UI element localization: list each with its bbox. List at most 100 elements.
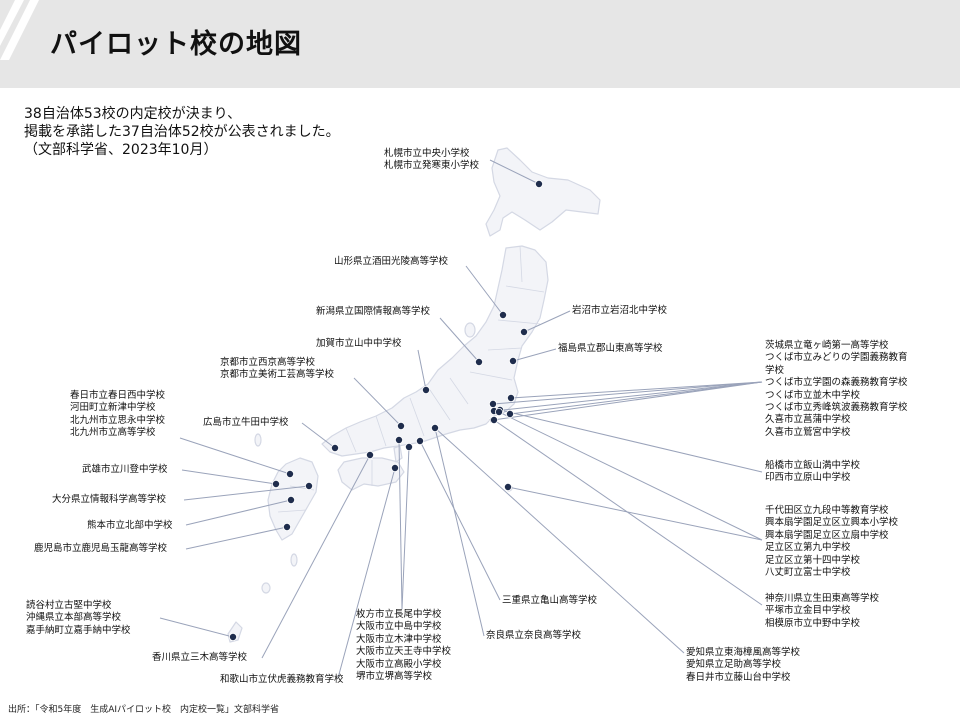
leader-line-ibaraki (492, 381, 763, 405)
sado-island (464, 322, 476, 338)
school-marker-hiroshima (330, 443, 339, 452)
school-marker-tokyo (503, 482, 512, 491)
school-name: 大分県立情報科学高等学校 (52, 494, 167, 505)
school-marker-iwanuma (520, 327, 529, 336)
leader-line-niigata (439, 317, 480, 363)
school-name: 嘉手納町立嘉手納中学校 (26, 624, 131, 636)
leader-line-ibaraki (493, 381, 763, 412)
amami-island (261, 582, 271, 594)
leader-line-tokyo (507, 486, 763, 541)
school-name: 春日市立春日西中学校 (70, 390, 166, 401)
school-marker-osaka (404, 442, 413, 451)
leader-line-kagoshima (185, 526, 288, 550)
leader-line-nara (434, 427, 485, 637)
intro-line-1: 38自治体53校の内定校が決まり、 (24, 106, 242, 122)
school-label-yamagata: 山形県立酒田光陵高等学校 (334, 256, 448, 268)
school-name: 船橋市立飯山満中学校 (765, 460, 861, 471)
school-name: 足立区立第九中学校 (765, 542, 851, 554)
leader-line-sapporo (489, 159, 540, 185)
school-marker-tokyo (494, 407, 503, 416)
school-name: 久喜市立鷲宮中学校 (765, 426, 851, 438)
school-markers (228, 179, 544, 642)
school-marker-okinawa (228, 633, 237, 642)
leader-line-iwanuma (523, 310, 571, 333)
school-name: 枚方市立長尾中学校 (356, 609, 442, 620)
leader-line-ibaraki (510, 381, 763, 399)
school-name: 愛知県立足助高等学校 (686, 659, 782, 671)
school-label-kanagawa: 神奈川県立生田東高等学校平塚市立金目中学校相模原市立中野中学校 (765, 593, 879, 630)
school-label-okinawa: 読谷村立古堅中学校沖縄県立本部高等学校嘉手納町立嘉手納中学校 (26, 600, 131, 637)
school-label-aichi: 愛知県立東海樟風高等学校愛知県立足助高等学校春日井市立藤山台中学校 (686, 647, 800, 684)
school-marker-ibaraki (505, 409, 514, 418)
school-name: 福島県立郡山東高等学校 (558, 343, 663, 354)
school-name: 奈良県立奈良高等学校 (486, 630, 582, 641)
school-marker-fukushima (508, 356, 517, 365)
school-label-iwanuma: 岩沼市立岩沼北中学校 (572, 305, 667, 317)
school-name: つくば市立並木中学校 (765, 389, 861, 401)
school-name: 大阪市立木津中学校 (356, 633, 442, 645)
school-name: 興本扇学園足立区立興本小学校 (765, 517, 899, 529)
school-label-wakayama: 和歌山市立伏虎義務教育学校 (220, 674, 344, 686)
page-title: パイロット校の地図 (50, 29, 302, 60)
source-citation: 出所：「令和5年度 生成AIパイロット校 内定校一覧」文部科学省 (8, 705, 280, 715)
leader-line-fukushima (512, 348, 557, 362)
school-marker-ibaraki (488, 399, 497, 408)
leader-lines (159, 159, 763, 679)
school-label-osaka: 枚方市立長尾中学校大阪市立中島中学校大阪市立木津中学校大阪市立天王寺中学校大阪市… (356, 609, 451, 683)
school-label-ibaraki: 茨城県立竜ヶ崎第一高等学校つくば市立みどりの学園義務教育学校つくば市立学園の森義… (765, 340, 908, 439)
school-name: 大阪市立高殿小学校 (356, 658, 442, 670)
school-name: 読谷村立古堅中学校 (26, 600, 112, 611)
school-name: 春日井市立藤山台中学校 (686, 671, 791, 683)
school-label-funabashi: 船橋市立飯山満中学校印西市立原山中学校 (765, 460, 860, 485)
intro-line-3: （文部科学省、2023年10月） (24, 142, 218, 158)
school-marker-yamagata (498, 310, 507, 319)
school-label-nara: 奈良県立奈良高等学校 (486, 630, 581, 642)
leader-line-takeo (181, 469, 277, 485)
school-name: 札幌市立中央小学校 (384, 148, 470, 159)
school-name: 堺市立堺高等学校 (356, 671, 433, 683)
school-label-mie: 三重県立亀山高等学校 (502, 595, 597, 607)
school-name: 興本扇学園足立区立扇中学校 (765, 529, 889, 541)
leader-line-aichi (434, 427, 685, 654)
leader-line-ibaraki (492, 381, 763, 421)
school-name: 沖縄県立本部高等学校 (26, 612, 122, 624)
leader-line-kyoto (353, 377, 402, 427)
school-marker-kagoshima (282, 523, 291, 532)
intro-line-2: 掲載を承諾した37自治体52校が公表されました。 (24, 124, 340, 140)
school-label-fukushima: 福島県立郡山東高等学校 (558, 343, 663, 355)
school-name: 武雄市立川登中学校 (82, 464, 168, 475)
leader-line-osaka (398, 439, 403, 610)
school-name: 千代田区立九段中等教育学校 (765, 505, 889, 516)
school-label-kasuga: 春日市立春日西中学校河田町立新津中学校北九州市立思永中学校北九州市立高等学校 (70, 390, 165, 440)
school-name: 三重県立亀山高等学校 (502, 595, 598, 606)
school-label-kagawa: 香川県立三木高等学校 (152, 652, 247, 664)
awaji-shape (393, 445, 403, 463)
intro-text: 38自治体53校の内定校が決まり、 掲載を承諾した37自治体52校が公表されまし… (24, 105, 340, 159)
school-marker-kasuga (285, 469, 294, 478)
school-name: 足立区立第十四中学校 (765, 554, 861, 566)
school-label-kagoshima: 鹿児島市立鹿児島玉龍高等学校 (34, 543, 167, 555)
school-name: 久喜市立菖蒲中学校 (765, 414, 851, 426)
school-marker-kyoto (396, 421, 405, 430)
school-name: 京都市立西京高等学校 (220, 357, 316, 368)
school-name: つくば市立学園の森義務教育学校 (765, 377, 908, 389)
school-marker-ibaraki (506, 393, 515, 402)
leader-line-wakayama (337, 467, 396, 679)
school-label-oita: 大分県立情報科学高等学校 (52, 494, 166, 506)
school-marker-kagawa (365, 450, 374, 459)
tsushima-island (254, 433, 262, 447)
school-name: 加賀市立山中中学校 (316, 338, 402, 349)
school-name: 香川県立三木高等学校 (152, 652, 248, 663)
header-bar: パイロット校の地図 (0, 0, 960, 88)
school-marker-kumamoto (286, 495, 295, 504)
school-marker-niigata (474, 357, 483, 366)
school-marker-aichi (430, 423, 439, 432)
school-name: 和歌山市立伏虎義務教育学校 (220, 674, 344, 685)
leader-line-yamagata (465, 265, 504, 316)
school-marker-osaka (394, 435, 403, 444)
school-label-niigata: 新潟県立国際情報高等学校 (316, 306, 430, 318)
school-name: 広島市立牛田中学校 (203, 417, 289, 428)
school-name: 学校 (765, 364, 785, 376)
school-name: 茨城県立竜ヶ崎第一高等学校 (765, 340, 889, 351)
